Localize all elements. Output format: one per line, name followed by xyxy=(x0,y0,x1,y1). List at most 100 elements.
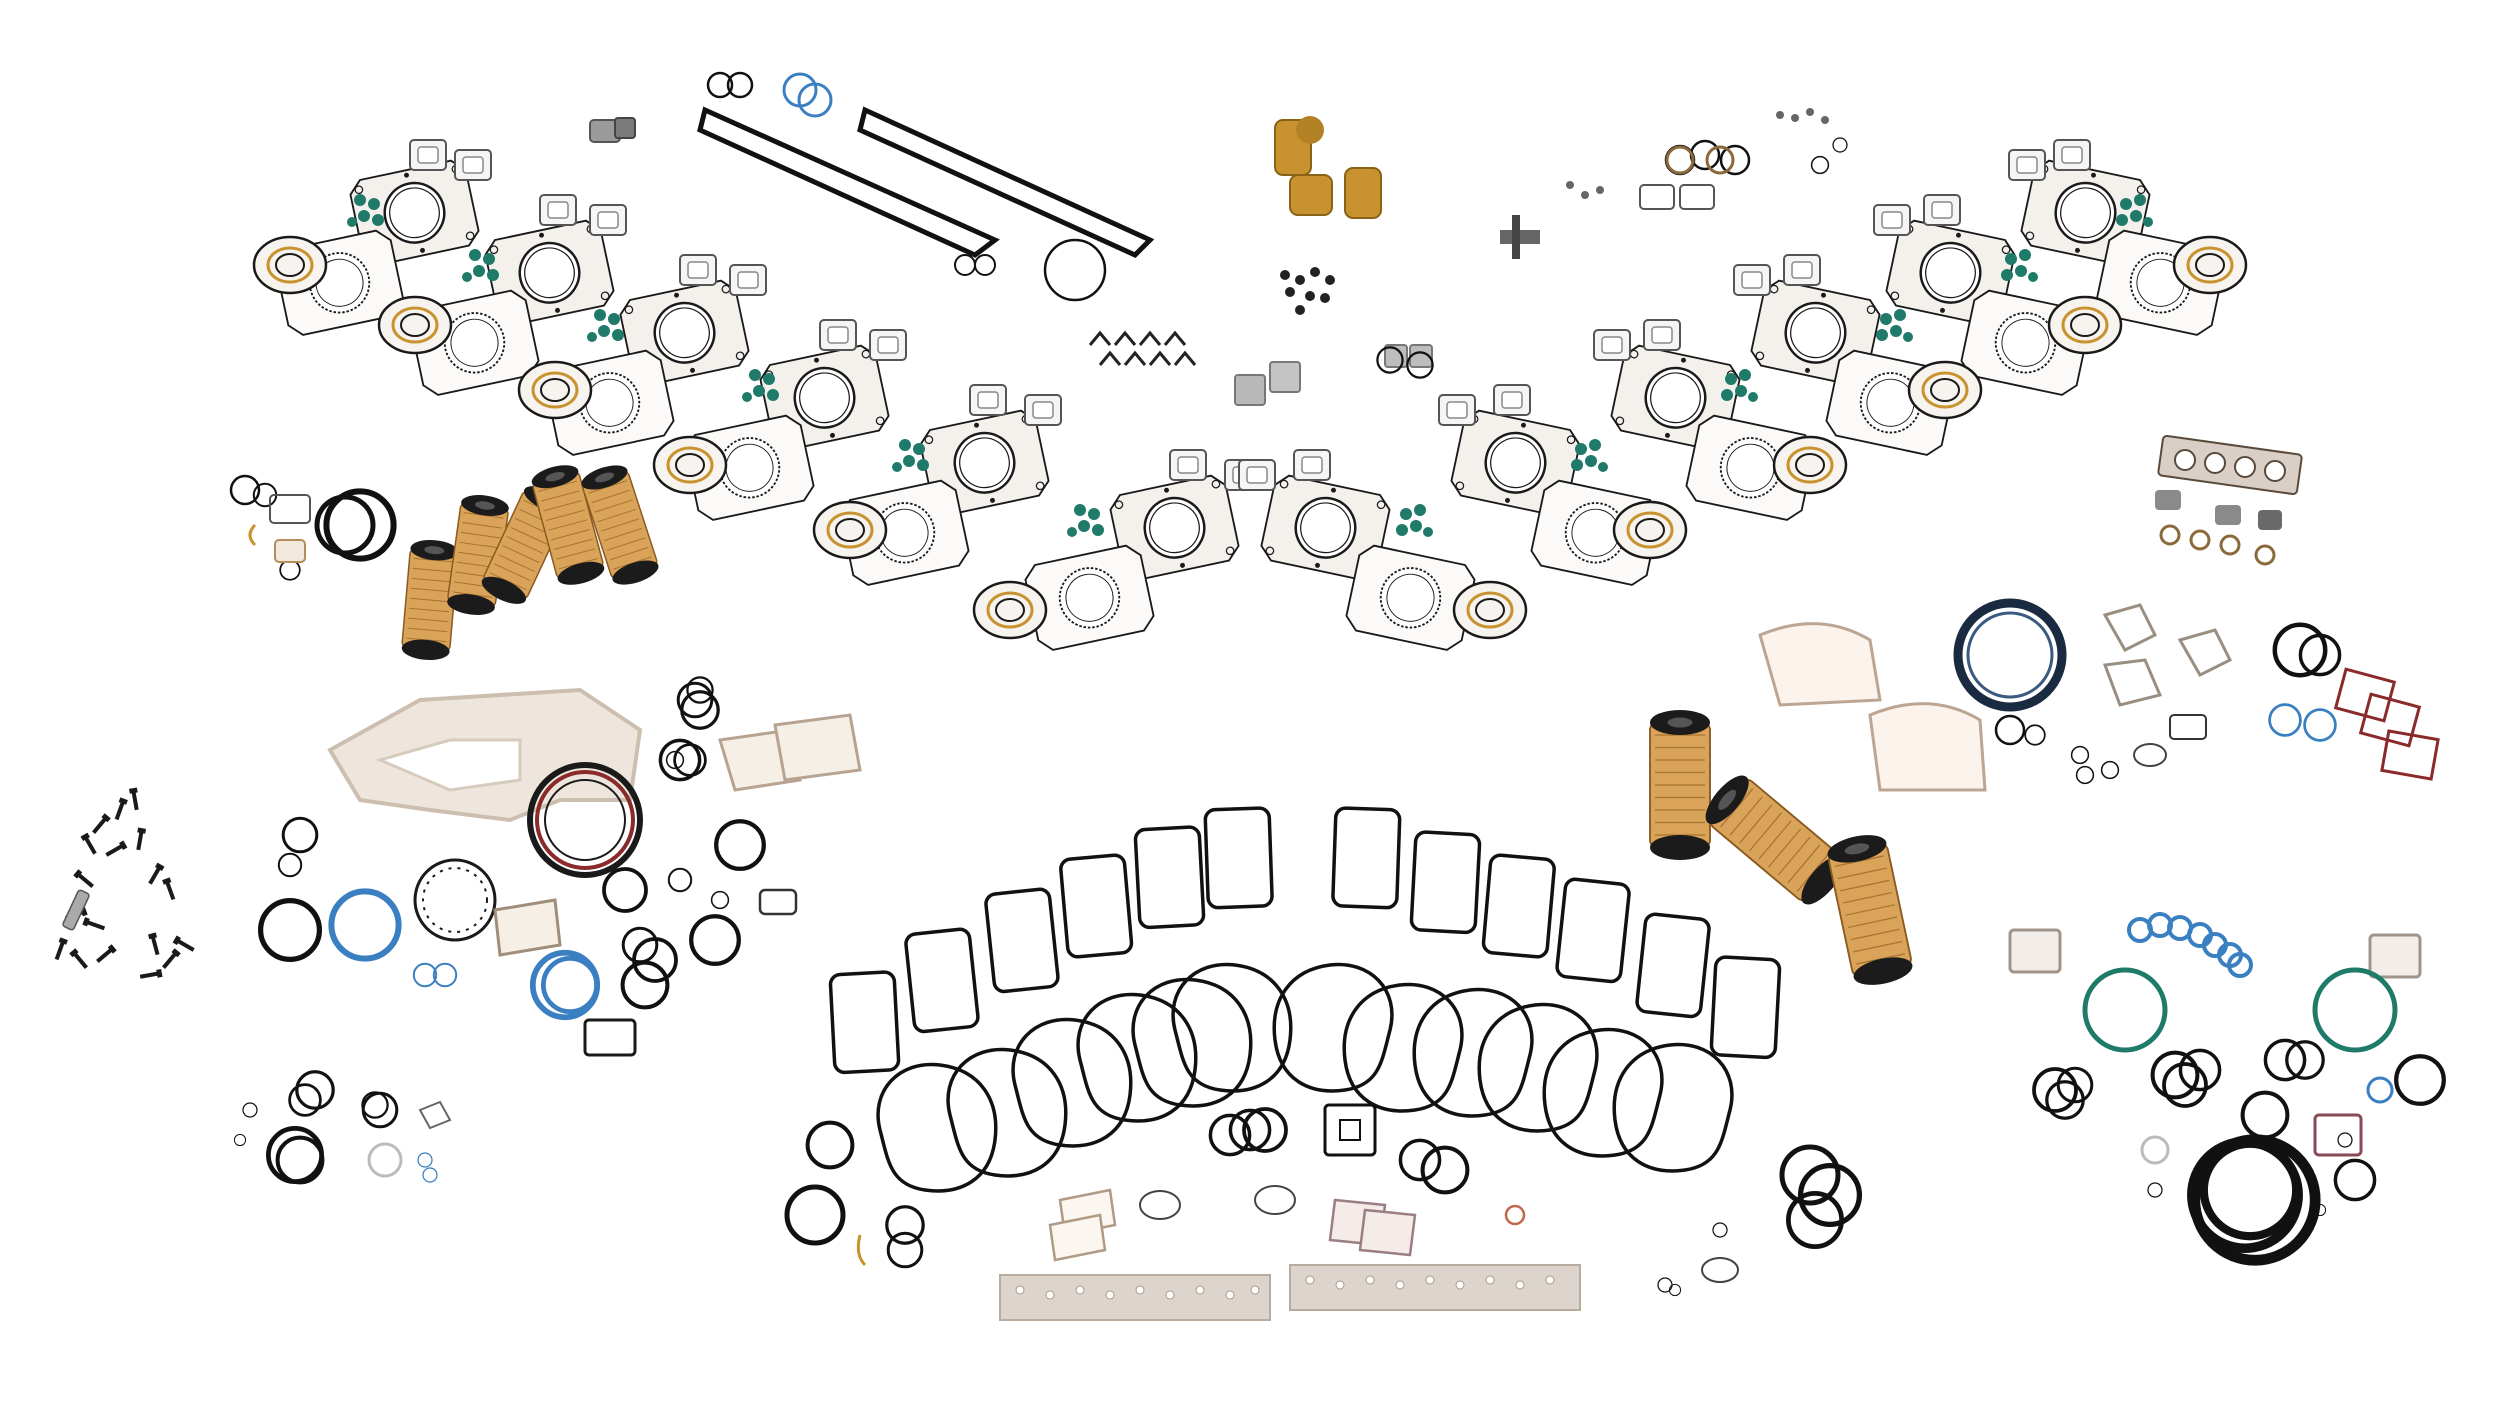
bottom-center-seals xyxy=(787,1103,1859,1297)
valve-cover-gasket-icon xyxy=(1203,806,1275,910)
o-ring-icon xyxy=(1668,1283,1682,1297)
o-ring-icon xyxy=(667,867,693,893)
o-ring-icon xyxy=(233,1133,247,1147)
o-ring-icon xyxy=(2303,708,2337,742)
top-right-small-parts xyxy=(1566,108,1848,210)
o-ring-icon xyxy=(279,559,301,581)
o-ring-icon xyxy=(623,963,668,1008)
valve-cover-gasket-icon xyxy=(1634,911,1712,1020)
valve-cover-gasket-icon xyxy=(1709,954,1782,1060)
o-ring-icon xyxy=(1810,155,1830,175)
valve-cover-loop-icon xyxy=(1542,1027,1664,1158)
washer-icon xyxy=(1504,1204,1526,1226)
valve-cover-loop-icon xyxy=(1011,1017,1133,1148)
valve-cover-gasket-icon xyxy=(903,926,981,1035)
oil-pan-gasket-icon xyxy=(1289,1264,1581,1311)
bolt-icon xyxy=(160,948,181,971)
right-bank-head-gaskets xyxy=(1238,139,2248,654)
o-ring-icon xyxy=(2127,912,2253,978)
o-ring-icon xyxy=(602,867,648,913)
manifold-gasket-icon xyxy=(1643,319,1681,351)
small-gasket-icon xyxy=(418,1100,452,1130)
square-gasket-icon xyxy=(773,713,862,782)
valve-cover-gasket-icon xyxy=(1058,852,1135,960)
manifold-gasket-icon xyxy=(1783,254,1821,286)
valve-cover-gasket-icon xyxy=(1480,852,1557,960)
o-ring-icon xyxy=(1423,1148,1468,1193)
cover-gasket-icon xyxy=(1868,702,1987,792)
round-gasket-icon xyxy=(972,580,1048,640)
o-ring-icon xyxy=(2396,1056,2444,1104)
bolt-icon xyxy=(128,787,141,811)
o-ring-icon xyxy=(716,821,764,869)
right-top-parts xyxy=(2155,434,2303,566)
shaft-seal-icon xyxy=(1953,598,2067,712)
valve-cover-gaskets-right xyxy=(1272,806,1782,1173)
manifold-gasket-icon xyxy=(409,139,447,171)
bolt-icon xyxy=(82,917,106,933)
square-gasket-icon xyxy=(1358,1208,1417,1257)
valve-cover-gasket-icon xyxy=(828,969,901,1075)
o-ring-icon xyxy=(361,1091,389,1119)
o-ring-icon xyxy=(706,71,1107,302)
manifold-gasket-icon xyxy=(1438,394,1476,426)
brass-elbow-fitting xyxy=(1274,116,1382,219)
bottom-right-seals xyxy=(2008,912,2444,1260)
o-ring-icon xyxy=(331,891,398,958)
triangle-gasket-icon xyxy=(2102,603,2158,652)
washer-icon xyxy=(2140,1135,2170,1165)
valve-cover-loop-icon xyxy=(1342,982,1464,1113)
manifold-gasket-icon xyxy=(1733,264,1771,296)
o-ring-icon xyxy=(1994,714,2026,746)
left-oil-filter-elements xyxy=(400,459,663,663)
valve-cover-loop-icon xyxy=(876,1062,998,1193)
round-gasket-icon xyxy=(1452,580,1528,640)
o-ring-icon xyxy=(417,1152,433,1168)
small-gasket-icon xyxy=(2169,714,2207,740)
o-ring-icon xyxy=(2147,1182,2163,1198)
o-ring-icon xyxy=(2159,524,2276,566)
manifold-gasket-icon xyxy=(454,149,492,181)
o-ring-icon xyxy=(543,958,596,1011)
manifold-gasket-icon xyxy=(1293,449,1331,481)
o-ring-icon xyxy=(710,890,730,910)
round-cover-gasket-icon xyxy=(413,858,497,942)
flange-gasket-icon xyxy=(1254,1185,1296,1215)
valve-collet-icon xyxy=(1280,267,1335,315)
thermostat-icon xyxy=(2155,490,2282,530)
valve-cover-gasket-icon xyxy=(1554,876,1632,985)
oil-filter-element-icon xyxy=(1649,709,1711,861)
o-ring-icon xyxy=(2268,703,2302,737)
round-gasket-icon xyxy=(377,295,453,355)
valve-cover-gasket-icon xyxy=(983,886,1061,995)
manifold-gasket-icon xyxy=(1593,329,1631,361)
sensor-wire-icon xyxy=(856,1234,867,1267)
tensioner-spring-icon xyxy=(1500,215,1540,259)
oil-pan-gasket-icon xyxy=(999,1274,1271,1321)
valve-cover-gasket-icon xyxy=(1409,829,1482,935)
bolt-icon xyxy=(104,840,128,859)
left-bank-head-gaskets xyxy=(252,139,1262,654)
manifold-gasket-icon xyxy=(2333,667,2440,781)
manifold-gasket-icon xyxy=(1923,194,1961,226)
oil-pan-gaskets xyxy=(999,1264,1581,1321)
valve-cover-loop-icon xyxy=(1412,987,1534,1118)
flange-gasket-icon xyxy=(2133,743,2167,767)
bolt-icon xyxy=(112,797,128,821)
bolt-icon xyxy=(94,944,117,965)
round-gasket-icon xyxy=(812,500,888,560)
o-ring-icon xyxy=(808,1123,853,1168)
o-ring-icon xyxy=(1689,139,1721,171)
valve-cover-gasket-icon xyxy=(1133,824,1206,930)
o-ring-icon xyxy=(632,937,678,983)
valve-cover-gaskets-left xyxy=(828,806,1293,1193)
round-gasket-icon xyxy=(1612,500,1688,560)
o-ring-icon xyxy=(2032,1067,2078,1113)
valve-cover-gasket-icon xyxy=(1330,806,1402,910)
top-center-parts xyxy=(589,71,1540,406)
bolt-icon xyxy=(73,869,96,890)
manifold-gasket-icon xyxy=(589,204,627,236)
flange-gasket-icon xyxy=(1701,1257,1739,1283)
bolt-cluster xyxy=(52,787,196,981)
